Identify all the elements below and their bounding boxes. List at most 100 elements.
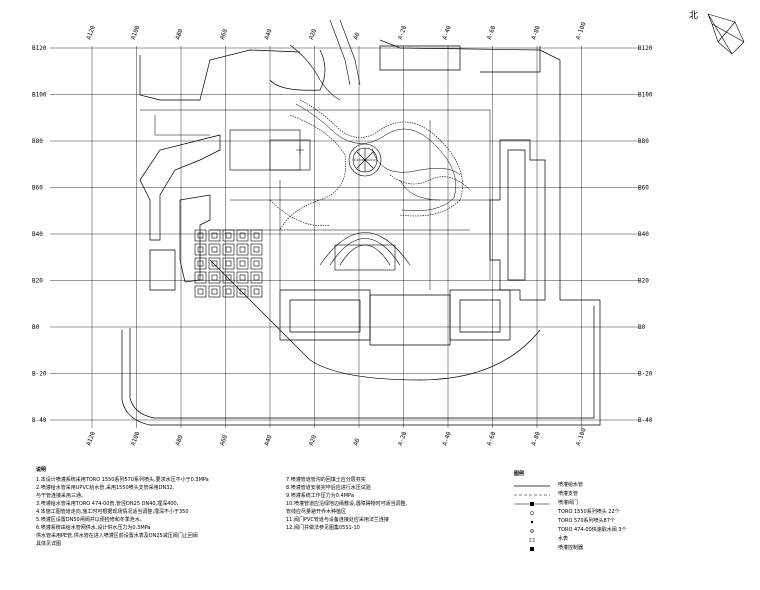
grid-label-top: A-100	[575, 21, 588, 41]
note-line: 9.喷灌系统工作压力为0.4MPa	[286, 493, 354, 499]
paving-square-inner	[253, 274, 260, 281]
paving-square-inner	[253, 288, 260, 295]
legend-label: 喷灌支管	[558, 491, 579, 497]
grid-label-right: B120	[638, 45, 653, 52]
paving-square	[194, 229, 207, 242]
legend-item: 喷灌给水管	[514, 481, 714, 490]
note-line: 供水管采用PE管,供水管在进入喷灌区前设置水表及DN25减压阀门止回阀	[36, 533, 198, 539]
legend-items: 喷灌给水管喷灌支管喷灌阀门 TORO 1550系列喷头 22个 TORO 570系列…	[514, 481, 714, 553]
paving-square-inner	[253, 246, 260, 253]
grid-label-top: A20	[308, 28, 318, 41]
grid-label-bottom: A80	[174, 434, 184, 447]
grid-label-right: B20	[638, 278, 649, 285]
grid-label-right: B-40	[638, 417, 653, 424]
grid-label-left: B20	[32, 278, 43, 285]
central-plaza	[319, 143, 411, 271]
grid-label-right: B0	[638, 324, 646, 331]
legend-label: 水表	[558, 536, 569, 542]
paving-square-inner	[225, 288, 232, 295]
legend-item: TORO 1550系列喷头 22个	[514, 508, 714, 517]
note-line: 具体见详图	[36, 541, 62, 547]
grid-label-left: B120	[32, 45, 47, 52]
legend-item: TORO 570系列喷头87个	[514, 517, 714, 526]
note-line: 2.喷灌给水管采用UPVC给水管,采用1550喷头支管采用DN32,	[36, 485, 175, 491]
paving-square	[222, 257, 235, 270]
paving-square	[194, 257, 207, 270]
paving-square-inner	[211, 274, 218, 281]
grid-label-left: B-20	[32, 371, 47, 378]
site-boundary	[121, 39, 601, 426]
paving-square	[194, 285, 207, 298]
note-line: 4.本施工图管道走向,施工时可根据现场情况适当调整,埋深不小于350	[36, 509, 189, 515]
legend-title: 图例	[514, 471, 525, 477]
grid-label-left: B0	[32, 324, 40, 331]
paving-square	[236, 243, 249, 256]
paving-square-inner	[239, 246, 246, 253]
grid-label-right: B-20	[638, 371, 653, 378]
grid-label-right: B60	[638, 185, 649, 192]
grid-label-left: B60	[32, 185, 43, 192]
paving-square	[250, 243, 263, 256]
paving-square-inner	[197, 232, 204, 239]
paving-square-inner	[239, 260, 246, 267]
paving-square	[222, 243, 235, 256]
grid-label-left: B40	[32, 231, 43, 238]
grid-labels: A120A120A100A100A80A80A60A60A40A40A20A20…	[32, 21, 653, 447]
legend-symbol-icon	[514, 484, 550, 490]
paving-square-inner	[253, 232, 260, 239]
paving-square-inner	[197, 288, 204, 295]
legend-symbol-icon	[514, 511, 550, 517]
paving-square-inner	[225, 274, 232, 281]
legend-item: 喷灌支管	[514, 490, 714, 499]
paving-square	[208, 257, 221, 270]
grid-label-bottom: A20	[308, 434, 318, 447]
legend-item: 水表	[514, 535, 714, 544]
paving-square	[236, 271, 249, 284]
building-west	[139, 134, 221, 291]
grid-label-left: B100	[32, 92, 47, 99]
paving-square-inner	[225, 260, 232, 267]
paving-square	[194, 271, 207, 284]
stream	[289, 19, 361, 101]
note-line: 7.喷灌管道管沟的回填土应分层夯实	[286, 477, 366, 483]
paving-square	[250, 285, 263, 298]
legend-label: TORO 1550系列喷头 22个	[558, 509, 620, 515]
north-label: 北	[689, 11, 699, 21]
grid-label-top: A-60	[486, 24, 498, 40]
paving-square-inner	[197, 274, 204, 281]
grid-label-top: A0	[352, 31, 361, 41]
paving-square	[208, 229, 221, 242]
legend-symbol-icon	[514, 529, 550, 535]
paving-square	[208, 285, 221, 298]
north-arrow-icon	[707, 13, 745, 55]
legend-item: 喷灌阀门	[514, 499, 714, 508]
note-line: 5.喷灌区设置DN50闸阀井以便检修和冬季泄水。	[36, 517, 145, 523]
grid-label-top: A-80	[530, 24, 542, 40]
legend-label: 喷灌阀门	[558, 500, 579, 506]
grid-label-top: A100	[130, 24, 142, 40]
legend-label: TORO 570系列喷头87个	[558, 518, 615, 524]
legend-label: 喷灌控制器	[558, 545, 584, 551]
paving-square-inner	[239, 288, 246, 295]
building-central	[229, 129, 311, 171]
paving-square-inner	[197, 260, 204, 267]
paving-square	[208, 243, 221, 256]
paving-square	[222, 271, 235, 284]
legend-symbol-icon	[514, 547, 550, 553]
paving-square-inner	[239, 232, 246, 239]
paving-square	[236, 229, 249, 242]
grid-label-top: A80	[174, 28, 184, 41]
grid-label-right: B100	[638, 92, 653, 99]
note-line: 管线应尽量避开乔木种植区	[286, 509, 347, 515]
paving-square-inner	[211, 246, 218, 253]
grid-label-bottom: A-20	[397, 430, 409, 446]
notes-title: 说明	[36, 467, 47, 473]
courtyard-paving-grid	[194, 229, 263, 298]
grid-label-right: B80	[638, 138, 649, 145]
note-line: 10.喷灌管道应沿绿地边缘敷设,遇障碍物时可适当调整,	[286, 501, 408, 507]
paving-square	[250, 271, 263, 284]
grid-label-bottom: A-40	[441, 430, 453, 446]
paving-square-inner	[239, 274, 246, 281]
